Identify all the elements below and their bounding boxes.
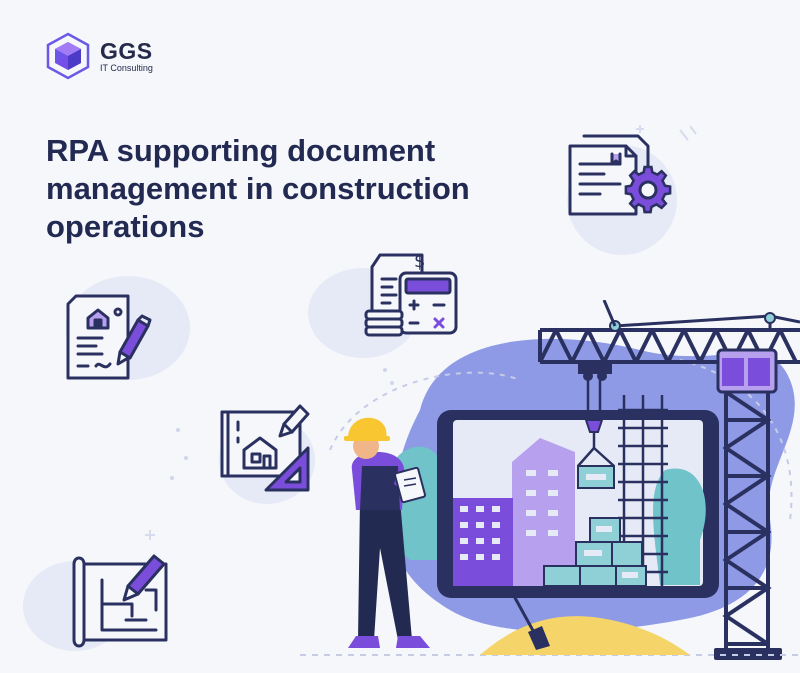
title-line-2: management in construction: [46, 171, 470, 206]
page-title: RPA supporting document management in co…: [46, 132, 516, 246]
invoice-calculator-icon: $: [364, 251, 458, 337]
document-gear-icon: [568, 134, 672, 216]
brand-tagline: IT Consulting: [100, 62, 153, 73]
construction-scene-illustration: [300, 300, 800, 660]
svg-text:$: $: [414, 251, 425, 272]
blueprint-house-icon: [220, 404, 310, 492]
brand-logo[interactable]: GGS IT Consulting: [44, 32, 153, 80]
floorplan-pencil-icon: [72, 554, 168, 648]
title-line-1: RPA supporting document: [46, 133, 436, 168]
title-line-3: operations: [46, 209, 205, 244]
contract-signing-icon: [66, 294, 152, 380]
cube-logo-icon: [46, 32, 90, 80]
brand-name: GGS: [100, 37, 153, 64]
